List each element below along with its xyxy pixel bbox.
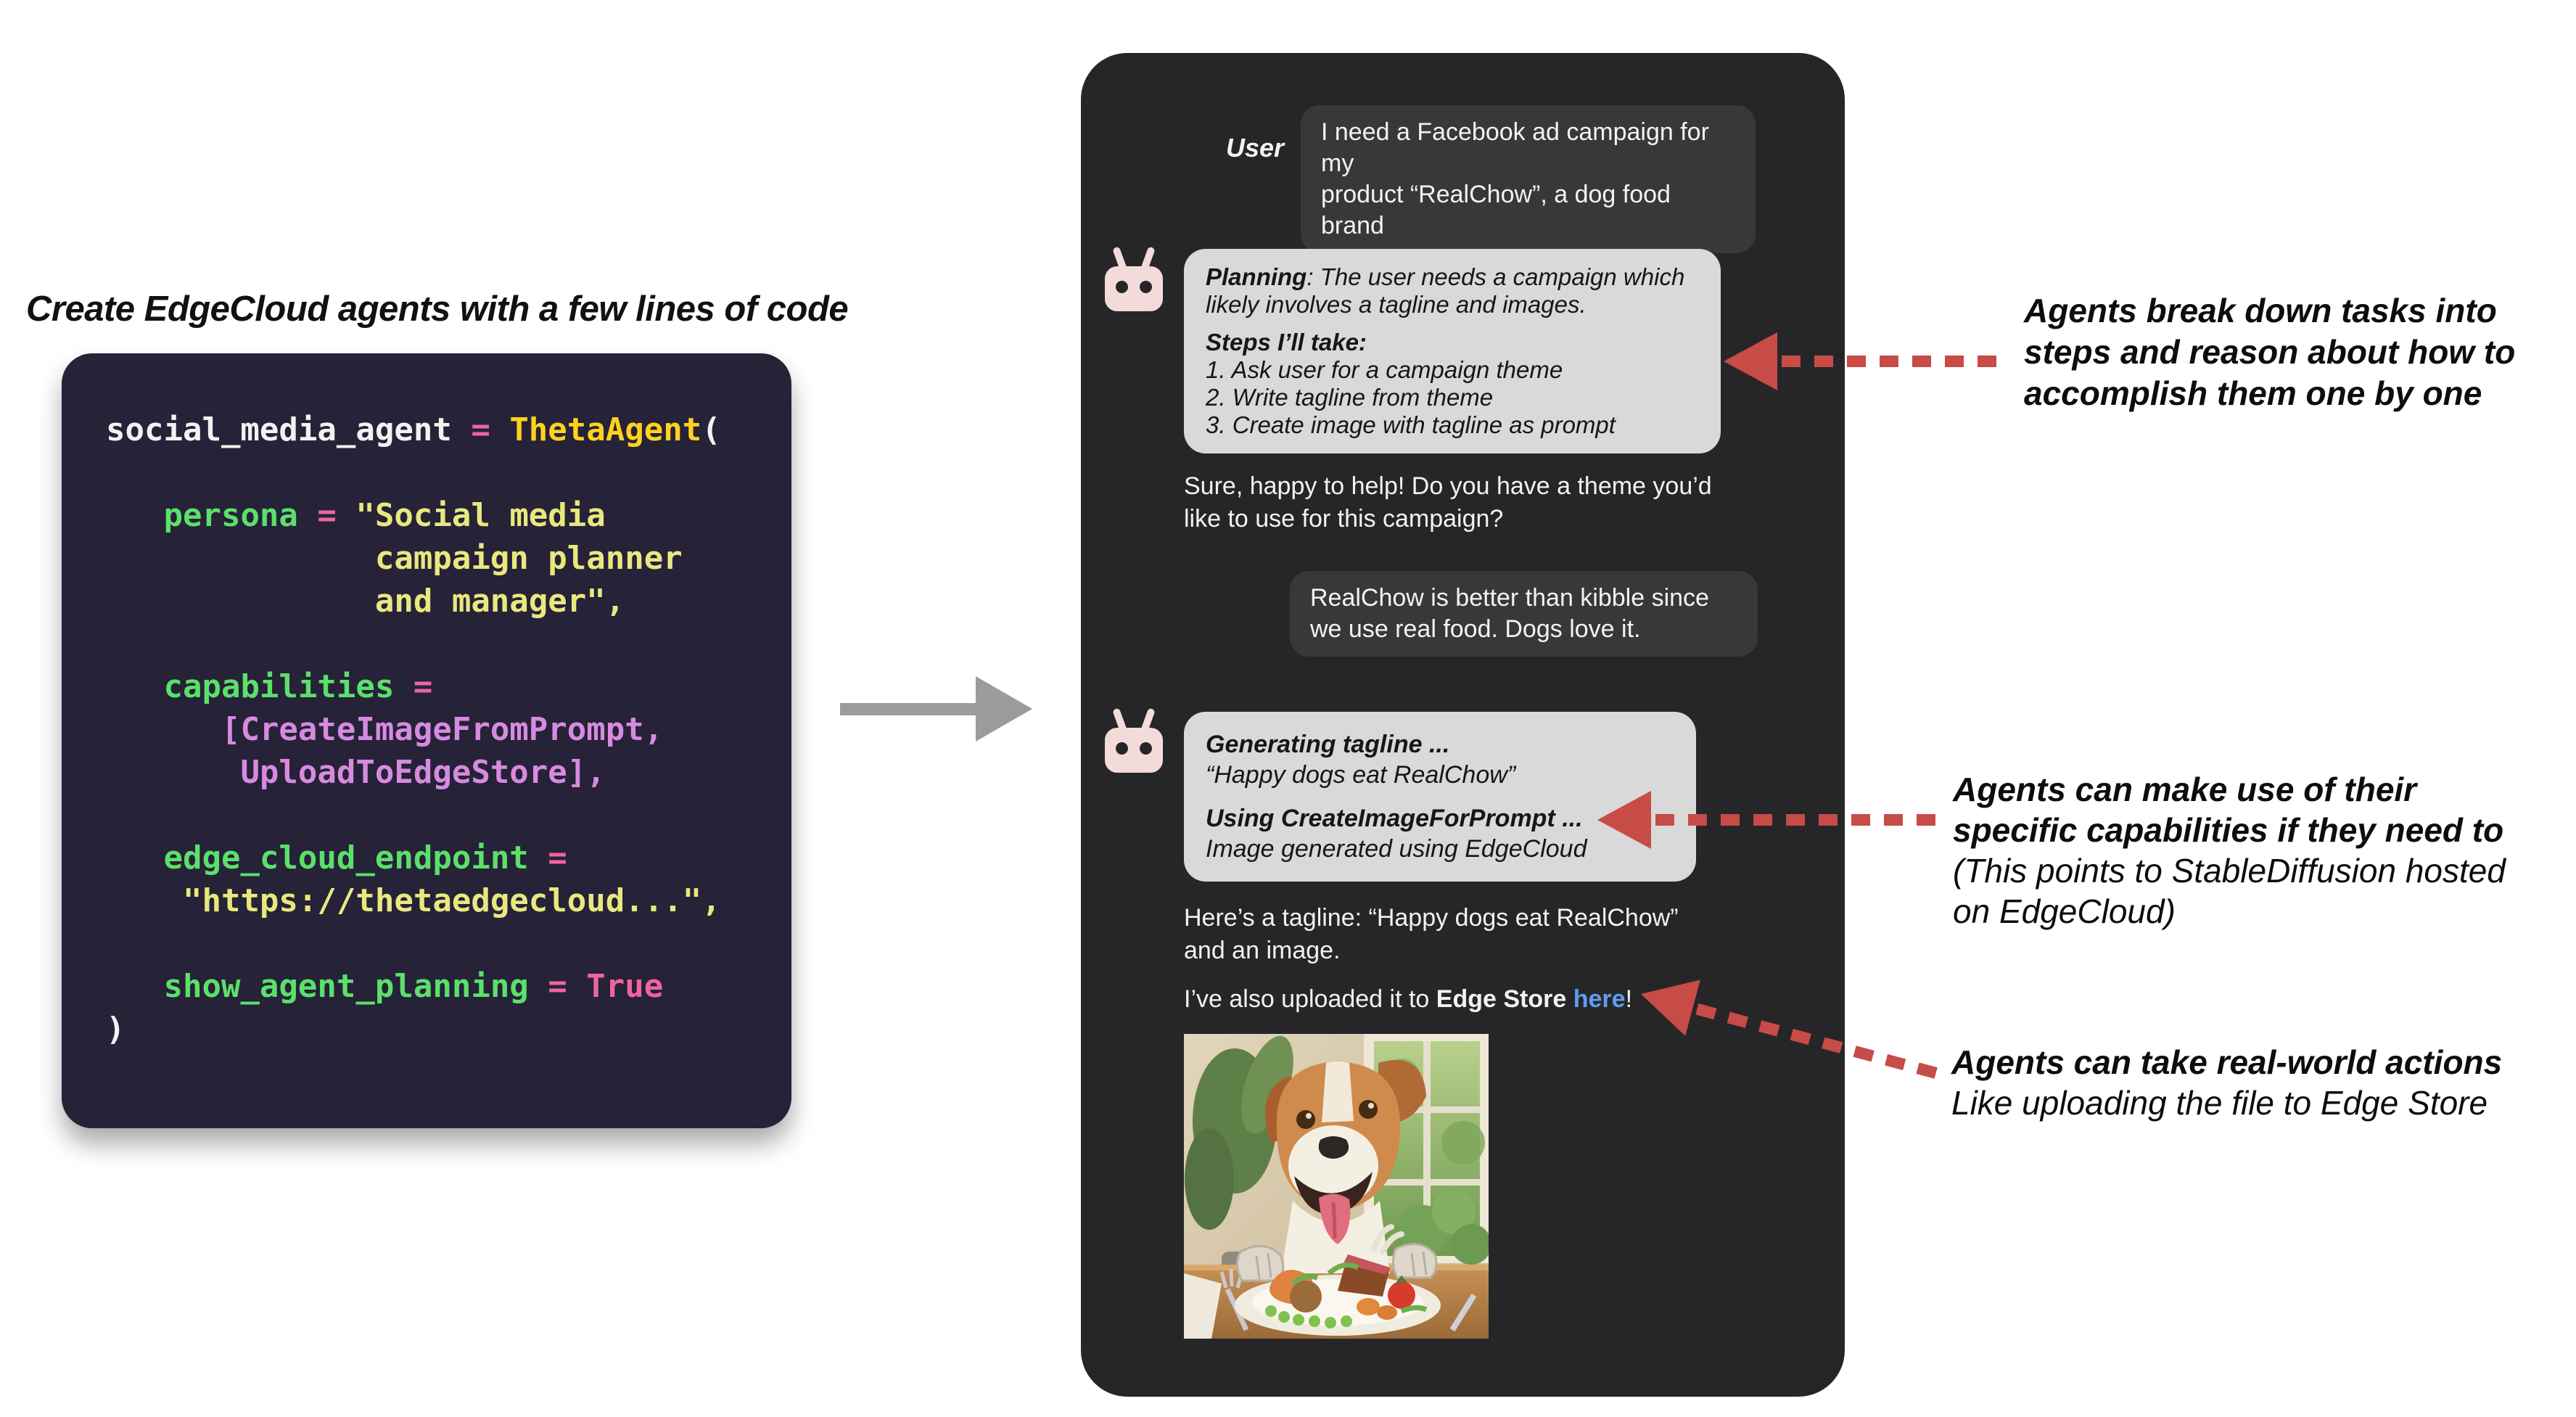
robot-icon bbox=[1105, 707, 1163, 775]
user-message-bubble: I need a Facebook ad campaign for my pro… bbox=[1301, 105, 1756, 253]
agent-planning-bubble: Planning: The user needs a campaign whic… bbox=[1184, 249, 1721, 453]
annotation-planning: Agents break down tasks into steps and r… bbox=[2024, 292, 2516, 412]
edge-store-link[interactable]: here bbox=[1573, 985, 1626, 1013]
plan-step: 3. Create image with tagline as prompt bbox=[1206, 411, 1616, 438]
annotation-actions: Agents can take real-world actions Like … bbox=[1951, 1043, 2503, 1122]
dog-photo bbox=[1184, 1034, 1489, 1339]
chat-panel: User I need a Facebook ad campaign for m… bbox=[1081, 53, 1845, 1397]
user-message-bubble: RealChow is better than kibble since we … bbox=[1290, 571, 1758, 657]
agent-message: I’ve also uploaded it to Edge Store here… bbox=[1184, 985, 1633, 1013]
plan-step: 2. Write tagline from theme bbox=[1206, 384, 1494, 411]
annotation-capabilities: Agents can make use of their specific ca… bbox=[1953, 771, 2506, 930]
dashed-arrow-left-icon bbox=[1597, 789, 1947, 850]
code-snippet: social_media_agent = ThetaAgent( persona… bbox=[106, 411, 721, 1048]
agent-message: Sure, happy to help! Do you have a theme… bbox=[1184, 472, 1712, 533]
agent-message: Here’s a tagline: “Happy dogs eat RealCh… bbox=[1184, 904, 1679, 964]
code-editor: social_media_agent = ThetaAgent( persona… bbox=[62, 353, 791, 1128]
page-title: Create EdgeCloud agents with a few lines… bbox=[26, 289, 849, 329]
dashed-arrow-left-icon bbox=[1724, 331, 2010, 392]
robot-icon bbox=[1105, 246, 1163, 313]
user-label: User bbox=[1226, 133, 1285, 163]
agent-activity-bubble: Generating tagline ... “Happy dogs eat R… bbox=[1184, 712, 1696, 882]
plan-step: 1. Ask user for a campaign theme bbox=[1206, 356, 1563, 383]
